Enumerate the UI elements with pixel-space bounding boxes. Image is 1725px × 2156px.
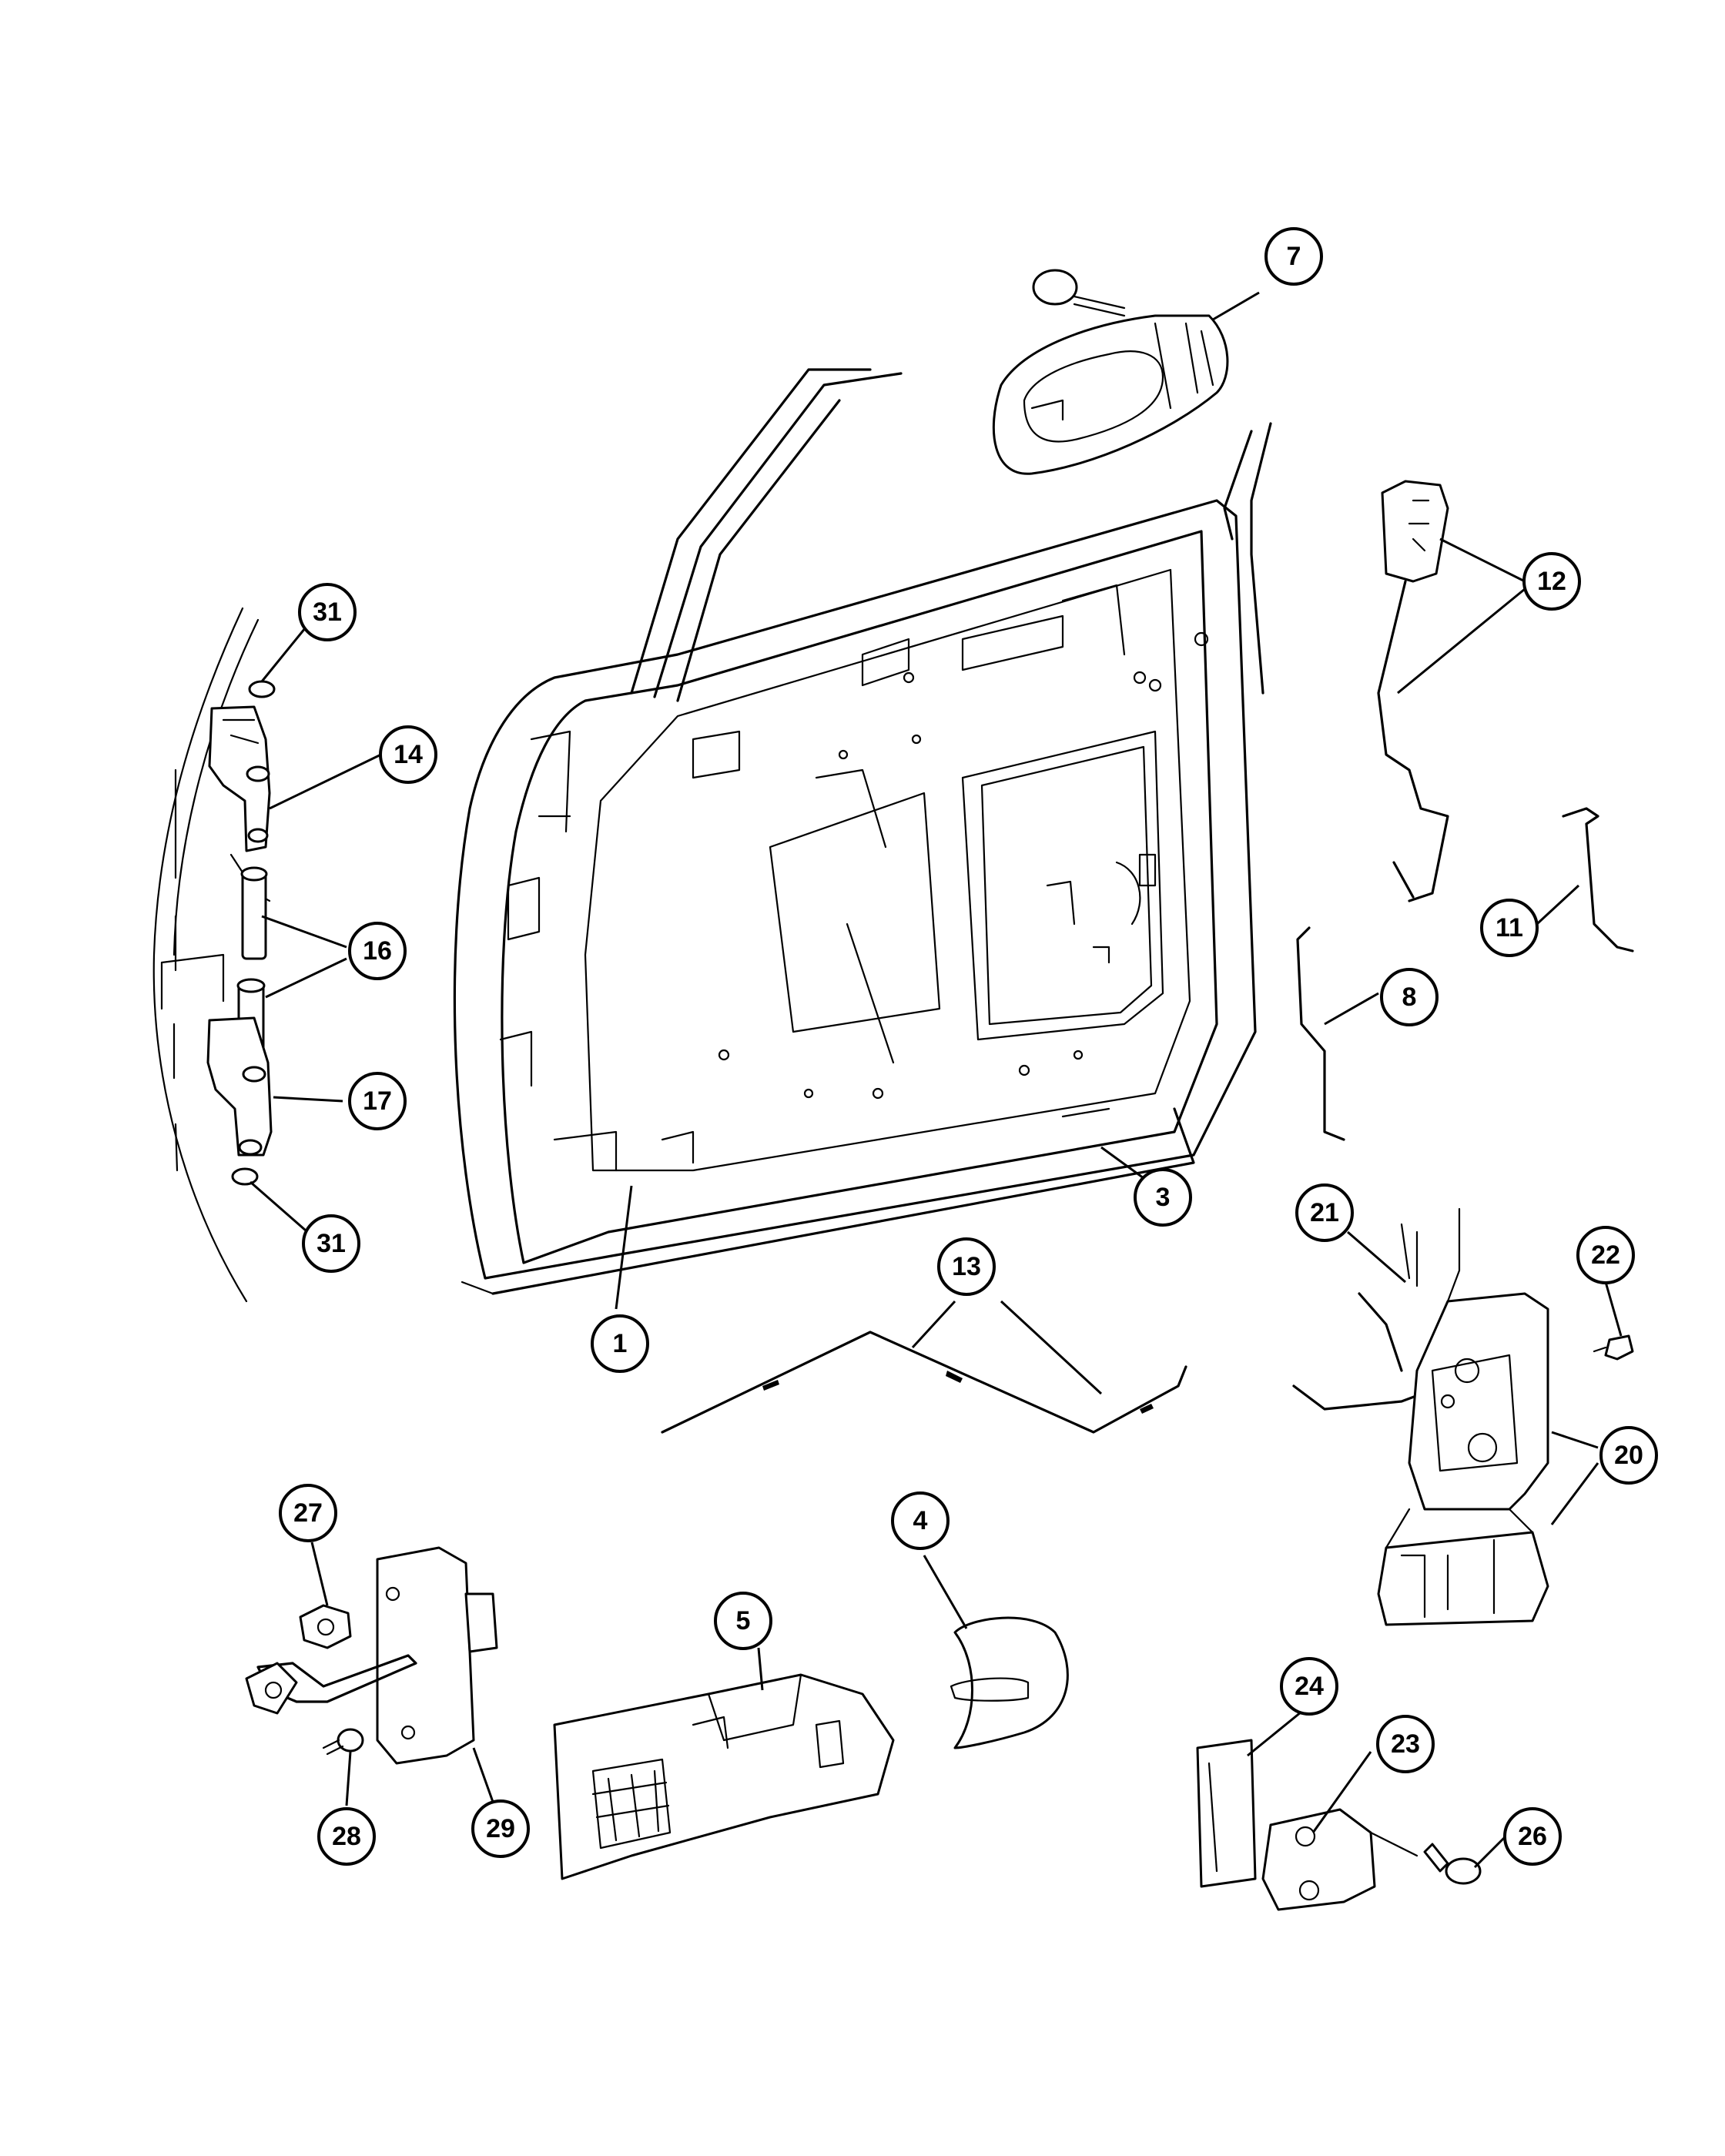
rod-8: [1296, 926, 1345, 1141]
callout-14: 14: [379, 725, 437, 784]
outside-handle: [992, 269, 1229, 475]
callout-label-28: 28: [332, 1822, 361, 1851]
callout-label-27: 27: [293, 1498, 323, 1528]
latch: [1377, 1292, 1549, 1626]
callout-label-14: 14: [394, 740, 423, 769]
weatherstrip: [461, 1107, 1195, 1295]
callout-29: 29: [471, 1799, 530, 1858]
check-nut: [299, 1604, 352, 1649]
callout-20: 20: [1599, 1426, 1658, 1485]
callout-7: 7: [1264, 227, 1323, 286]
upper-hinge: [208, 680, 276, 852]
callout-label-26: 26: [1518, 1822, 1547, 1851]
callout-16: 16: [348, 922, 407, 980]
callout-label-22: 22: [1591, 1240, 1620, 1270]
callout-8: 8: [1380, 968, 1439, 1026]
callout-label-8: 8: [1402, 983, 1417, 1012]
leader-lines: [250, 291, 1623, 1869]
callout-24: 24: [1280, 1657, 1338, 1716]
callout-26: 26: [1503, 1807, 1562, 1866]
rod-11: [1562, 807, 1634, 952]
callout-5: 5: [714, 1592, 772, 1650]
door-check: [245, 1546, 498, 1765]
callout-28: 28: [317, 1807, 376, 1866]
callout-label-13: 13: [952, 1252, 981, 1281]
callout-13: 13: [937, 1237, 996, 1296]
callout-label-12: 12: [1537, 567, 1566, 596]
callout-label-21: 21: [1310, 1198, 1339, 1227]
callout-label-3: 3: [1156, 1183, 1171, 1212]
striker-screw: [1369, 1831, 1482, 1885]
rod-12: [1377, 480, 1449, 902]
trim-panel-5: [553, 1673, 895, 1880]
callout-label-17: 17: [363, 1086, 392, 1116]
callout-label-5: 5: [736, 1606, 751, 1635]
callout-27: 27: [279, 1484, 337, 1542]
callout-label-4: 4: [913, 1506, 928, 1535]
callout-17: 17: [348, 1072, 407, 1130]
callout-22: 22: [1576, 1226, 1635, 1284]
callout-label-16: 16: [363, 936, 392, 966]
striker: [1261, 1808, 1376, 1911]
callout-label-11: 11: [1496, 913, 1523, 942]
callout-23: 23: [1376, 1715, 1435, 1773]
callout-label-23: 23: [1391, 1729, 1420, 1759]
callout-1: 1: [591, 1314, 649, 1373]
callout-3: 3: [1134, 1168, 1192, 1227]
body-pillar: [152, 607, 271, 1303]
check-bolt: [322, 1728, 364, 1756]
callout-31-upper: 31: [298, 583, 357, 641]
callout-label-1: 1: [613, 1329, 628, 1358]
callout-12: 12: [1522, 552, 1581, 611]
rod-13: [661, 1331, 1187, 1434]
callout-label-31-upper: 31: [313, 598, 342, 627]
callout-label-24: 24: [1295, 1672, 1324, 1701]
callout-label-29: 29: [486, 1814, 515, 1843]
callout-4: 4: [891, 1491, 950, 1550]
callout-31-lower: 31: [302, 1214, 360, 1273]
callout-label-20: 20: [1614, 1441, 1643, 1470]
callout-21: 21: [1295, 1183, 1354, 1242]
lower-hinge: [206, 1016, 273, 1186]
bezel-4: [950, 1616, 1069, 1749]
callout-label-7: 7: [1287, 242, 1301, 271]
door-shell: [453, 368, 1272, 1280]
striker-shim: [1196, 1739, 1257, 1888]
callout-11: 11: [1480, 899, 1539, 957]
latch-screw: [1593, 1334, 1634, 1361]
callout-label-31-lower: 31: [317, 1229, 346, 1258]
